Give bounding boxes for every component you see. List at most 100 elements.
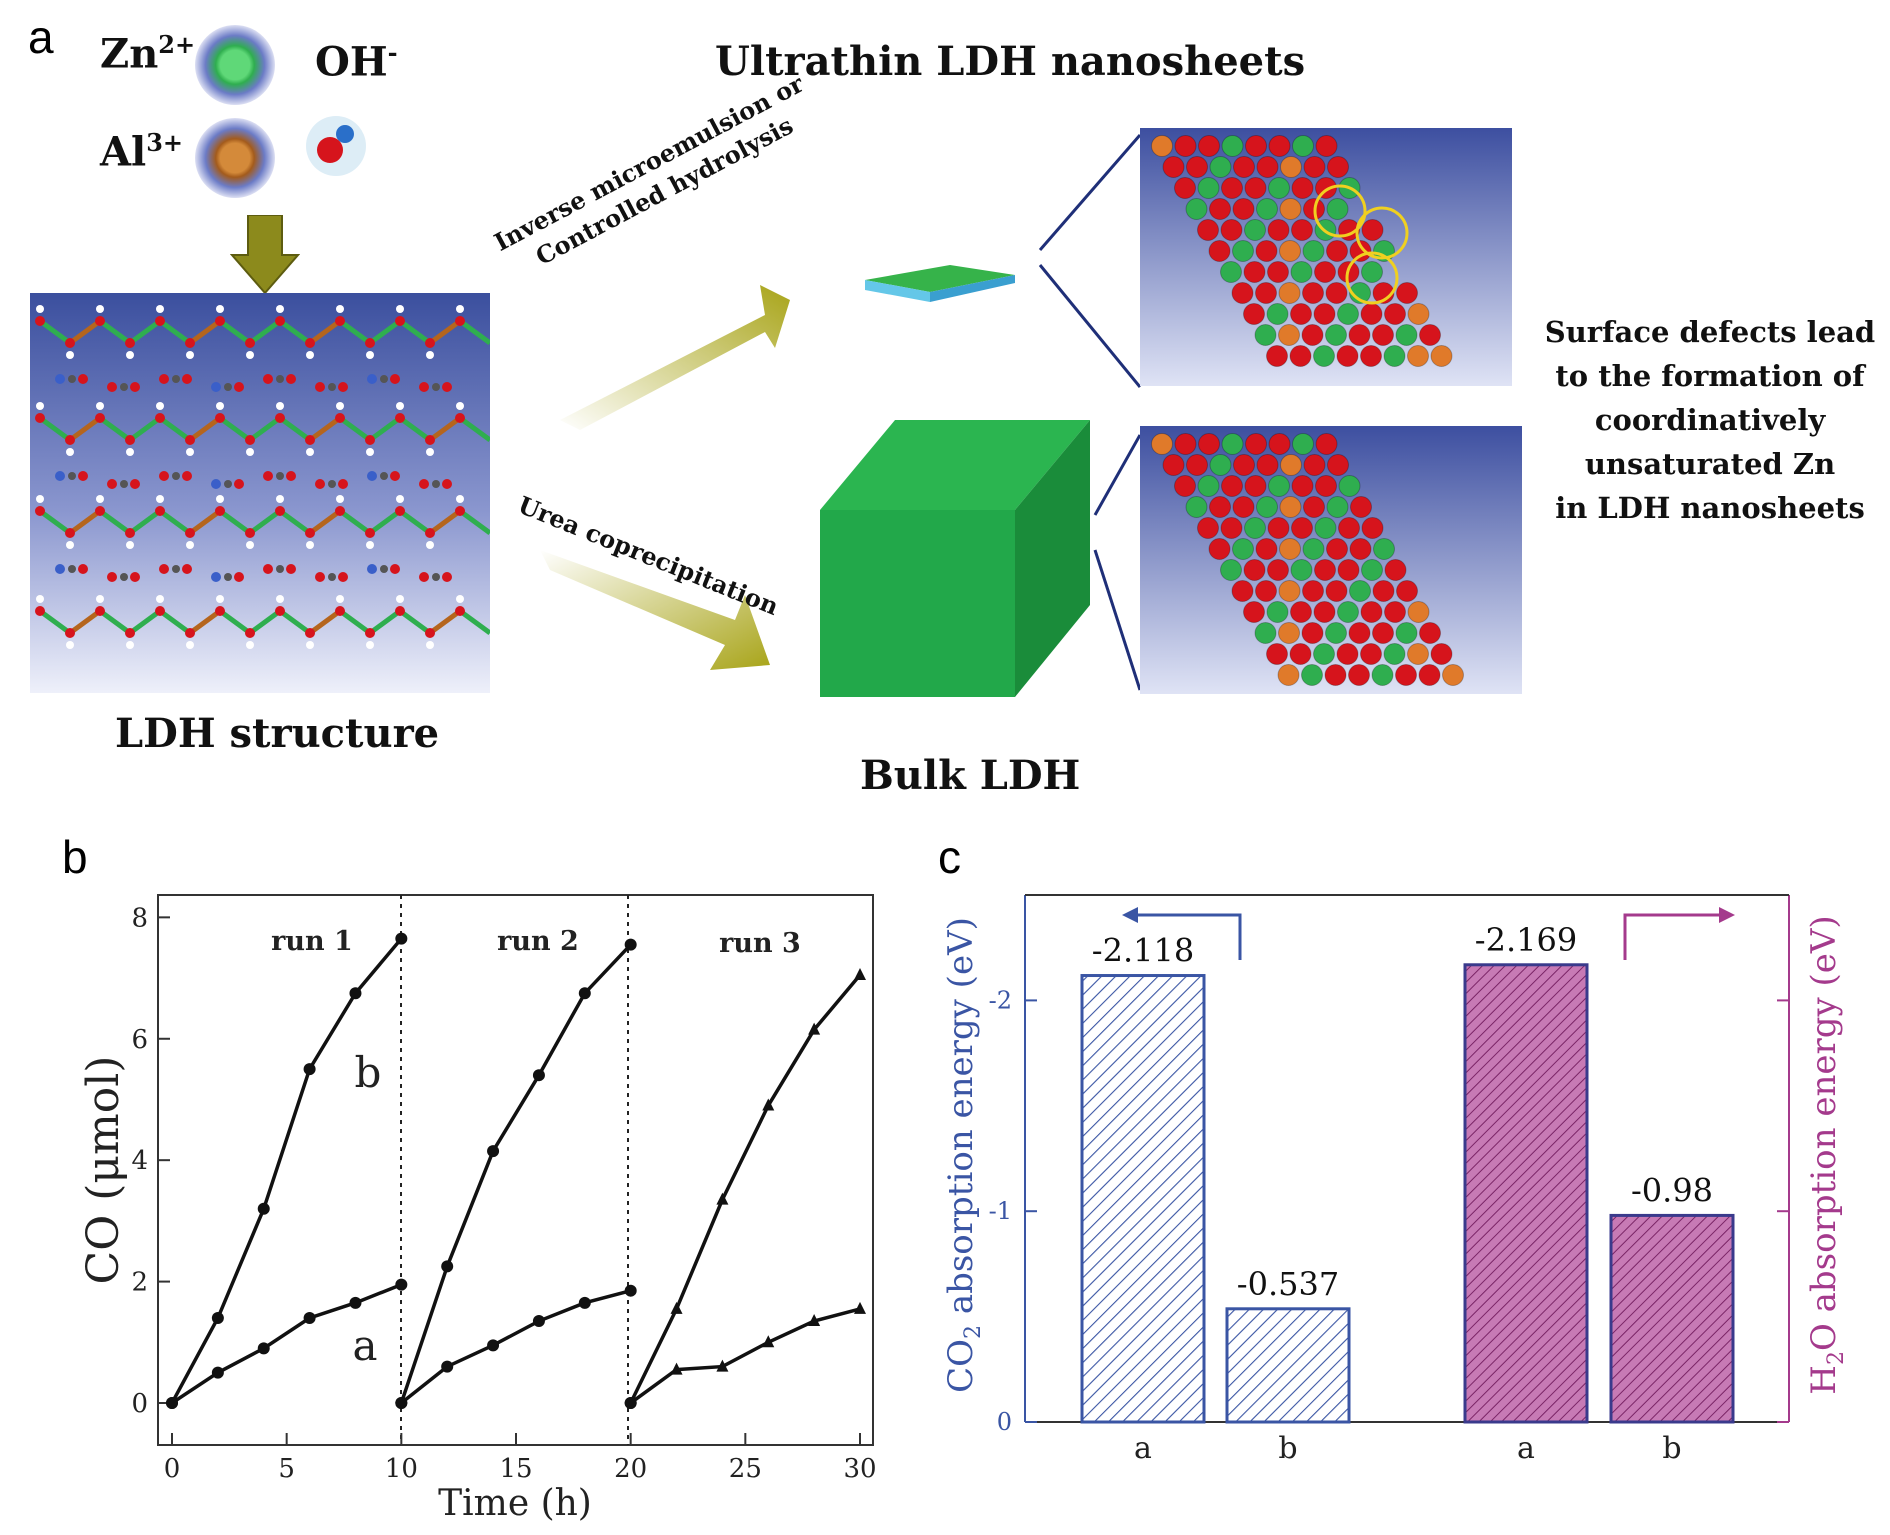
lattice-atom <box>1266 345 1288 367</box>
data-point <box>716 1192 729 1205</box>
lattice-atom <box>1198 433 1220 455</box>
y-tick-label: 2 <box>131 1268 148 1298</box>
interlayer-anion <box>315 382 325 392</box>
lattice-atom <box>1220 559 1242 581</box>
hydrogen-atom <box>306 351 314 359</box>
defect-note: Surface defects lead to the formation of… <box>1540 310 1880 530</box>
interlayer-anion <box>328 383 336 391</box>
lattice-atom <box>1221 475 1243 497</box>
lattice-atom <box>1349 240 1372 262</box>
lattice-atom <box>1292 135 1314 157</box>
hydrogen-atom <box>426 641 434 649</box>
ldh-bond <box>218 608 252 636</box>
lattice-atom <box>1336 643 1359 665</box>
interlayer-anion <box>390 564 400 574</box>
interlayer-anion <box>276 472 284 480</box>
lattice-atom <box>1162 156 1185 178</box>
hydrogen-atom <box>336 305 344 313</box>
run-label: run 2 <box>497 926 579 957</box>
ldh-bond <box>218 508 252 536</box>
oxygen-atom <box>35 606 45 616</box>
hydrogen-atom <box>216 305 224 313</box>
series-line-b <box>399 943 632 1404</box>
data-point <box>716 1359 729 1372</box>
oxygen-atom <box>125 628 135 638</box>
ldh-bond <box>308 415 342 443</box>
ldh-bond <box>308 318 342 346</box>
lattice-atom <box>1151 433 1173 455</box>
lattice-atom <box>1360 643 1382 665</box>
hydrogen-atom <box>366 641 374 649</box>
oxygen-atom <box>215 506 225 516</box>
data-point <box>578 987 591 1000</box>
lattice-atom <box>1315 475 1337 497</box>
interlayer-anion <box>78 471 88 481</box>
ldh-bond <box>98 318 132 346</box>
ldh-bond <box>308 608 342 636</box>
ldh-bond <box>158 318 192 346</box>
data-point <box>854 968 866 981</box>
ldh-bond <box>278 608 312 636</box>
ldh-bond <box>38 508 72 536</box>
interlayer-anion <box>234 382 244 392</box>
lattice-atom <box>1326 240 1348 262</box>
data-point <box>578 1296 591 1309</box>
interlayer-anion <box>211 572 221 582</box>
oxygen-atom <box>425 528 435 538</box>
al-ion-label: Al3+ <box>100 128 184 176</box>
bar-value-label: -0.537 <box>1237 1265 1339 1303</box>
interlayer-anion <box>432 383 440 391</box>
ldh-bond <box>68 508 102 536</box>
oxygen-atom <box>155 413 165 423</box>
lattice-atom <box>1315 135 1338 157</box>
lattice-atom <box>1280 454 1302 476</box>
oxygen-atom <box>185 338 195 348</box>
ldh-bond <box>38 415 72 443</box>
ldh-bond <box>68 318 102 346</box>
interlayer-anion <box>380 375 388 383</box>
lattice-atom <box>1209 198 1231 220</box>
interlayer-anion <box>78 374 88 384</box>
data-point <box>532 1069 545 1082</box>
lattice-atom <box>1221 177 1243 199</box>
hydrogen-atom <box>396 495 404 503</box>
lattice-atom <box>1325 622 1347 644</box>
interlayer-anion <box>442 479 452 489</box>
route-arrow-top <box>560 285 790 430</box>
lattice-atom <box>1279 240 1301 262</box>
lattice-atom <box>1384 559 1407 581</box>
x-tick-label: a <box>1517 1431 1535 1466</box>
data-point <box>624 938 637 951</box>
ldh-bond <box>398 318 432 346</box>
hydrogen-atom <box>186 448 194 456</box>
oxygen-atom <box>125 528 135 538</box>
lattice-atom <box>1313 601 1336 623</box>
oxygen-atom <box>185 628 195 638</box>
hydrogen-atom <box>156 402 164 410</box>
oxygen-atom <box>275 506 285 516</box>
interlayer-anion <box>263 374 273 384</box>
lattice-atom <box>1314 559 1336 581</box>
ldh-bond <box>428 608 462 636</box>
lattice-atom <box>1221 433 1244 455</box>
lattice-atom <box>1430 345 1453 367</box>
oxygen-atom <box>95 606 105 616</box>
lattice-atom <box>1232 496 1255 518</box>
x-tick-label: a <box>1134 1431 1152 1466</box>
interlayer-anion <box>367 374 377 384</box>
interlayer-anion <box>442 572 452 582</box>
interlayer-anion <box>55 374 65 384</box>
lattice-atom <box>1407 601 1430 623</box>
lattice-atom <box>1243 303 1265 325</box>
h2o-bar <box>1463 963 1589 1424</box>
lattice-atom <box>1327 454 1349 476</box>
oxygen-atom <box>335 606 345 616</box>
hydrogen-atom <box>126 641 134 649</box>
lattice-atom <box>1267 219 1290 241</box>
data-point <box>303 1063 316 1076</box>
bar-value-label: -0.98 <box>1631 1171 1713 1209</box>
hydrogen-atom <box>96 495 104 503</box>
interlayer-anion <box>338 479 348 489</box>
x-tick-label: b <box>1278 1431 1297 1466</box>
lattice-atom <box>1289 643 1312 665</box>
